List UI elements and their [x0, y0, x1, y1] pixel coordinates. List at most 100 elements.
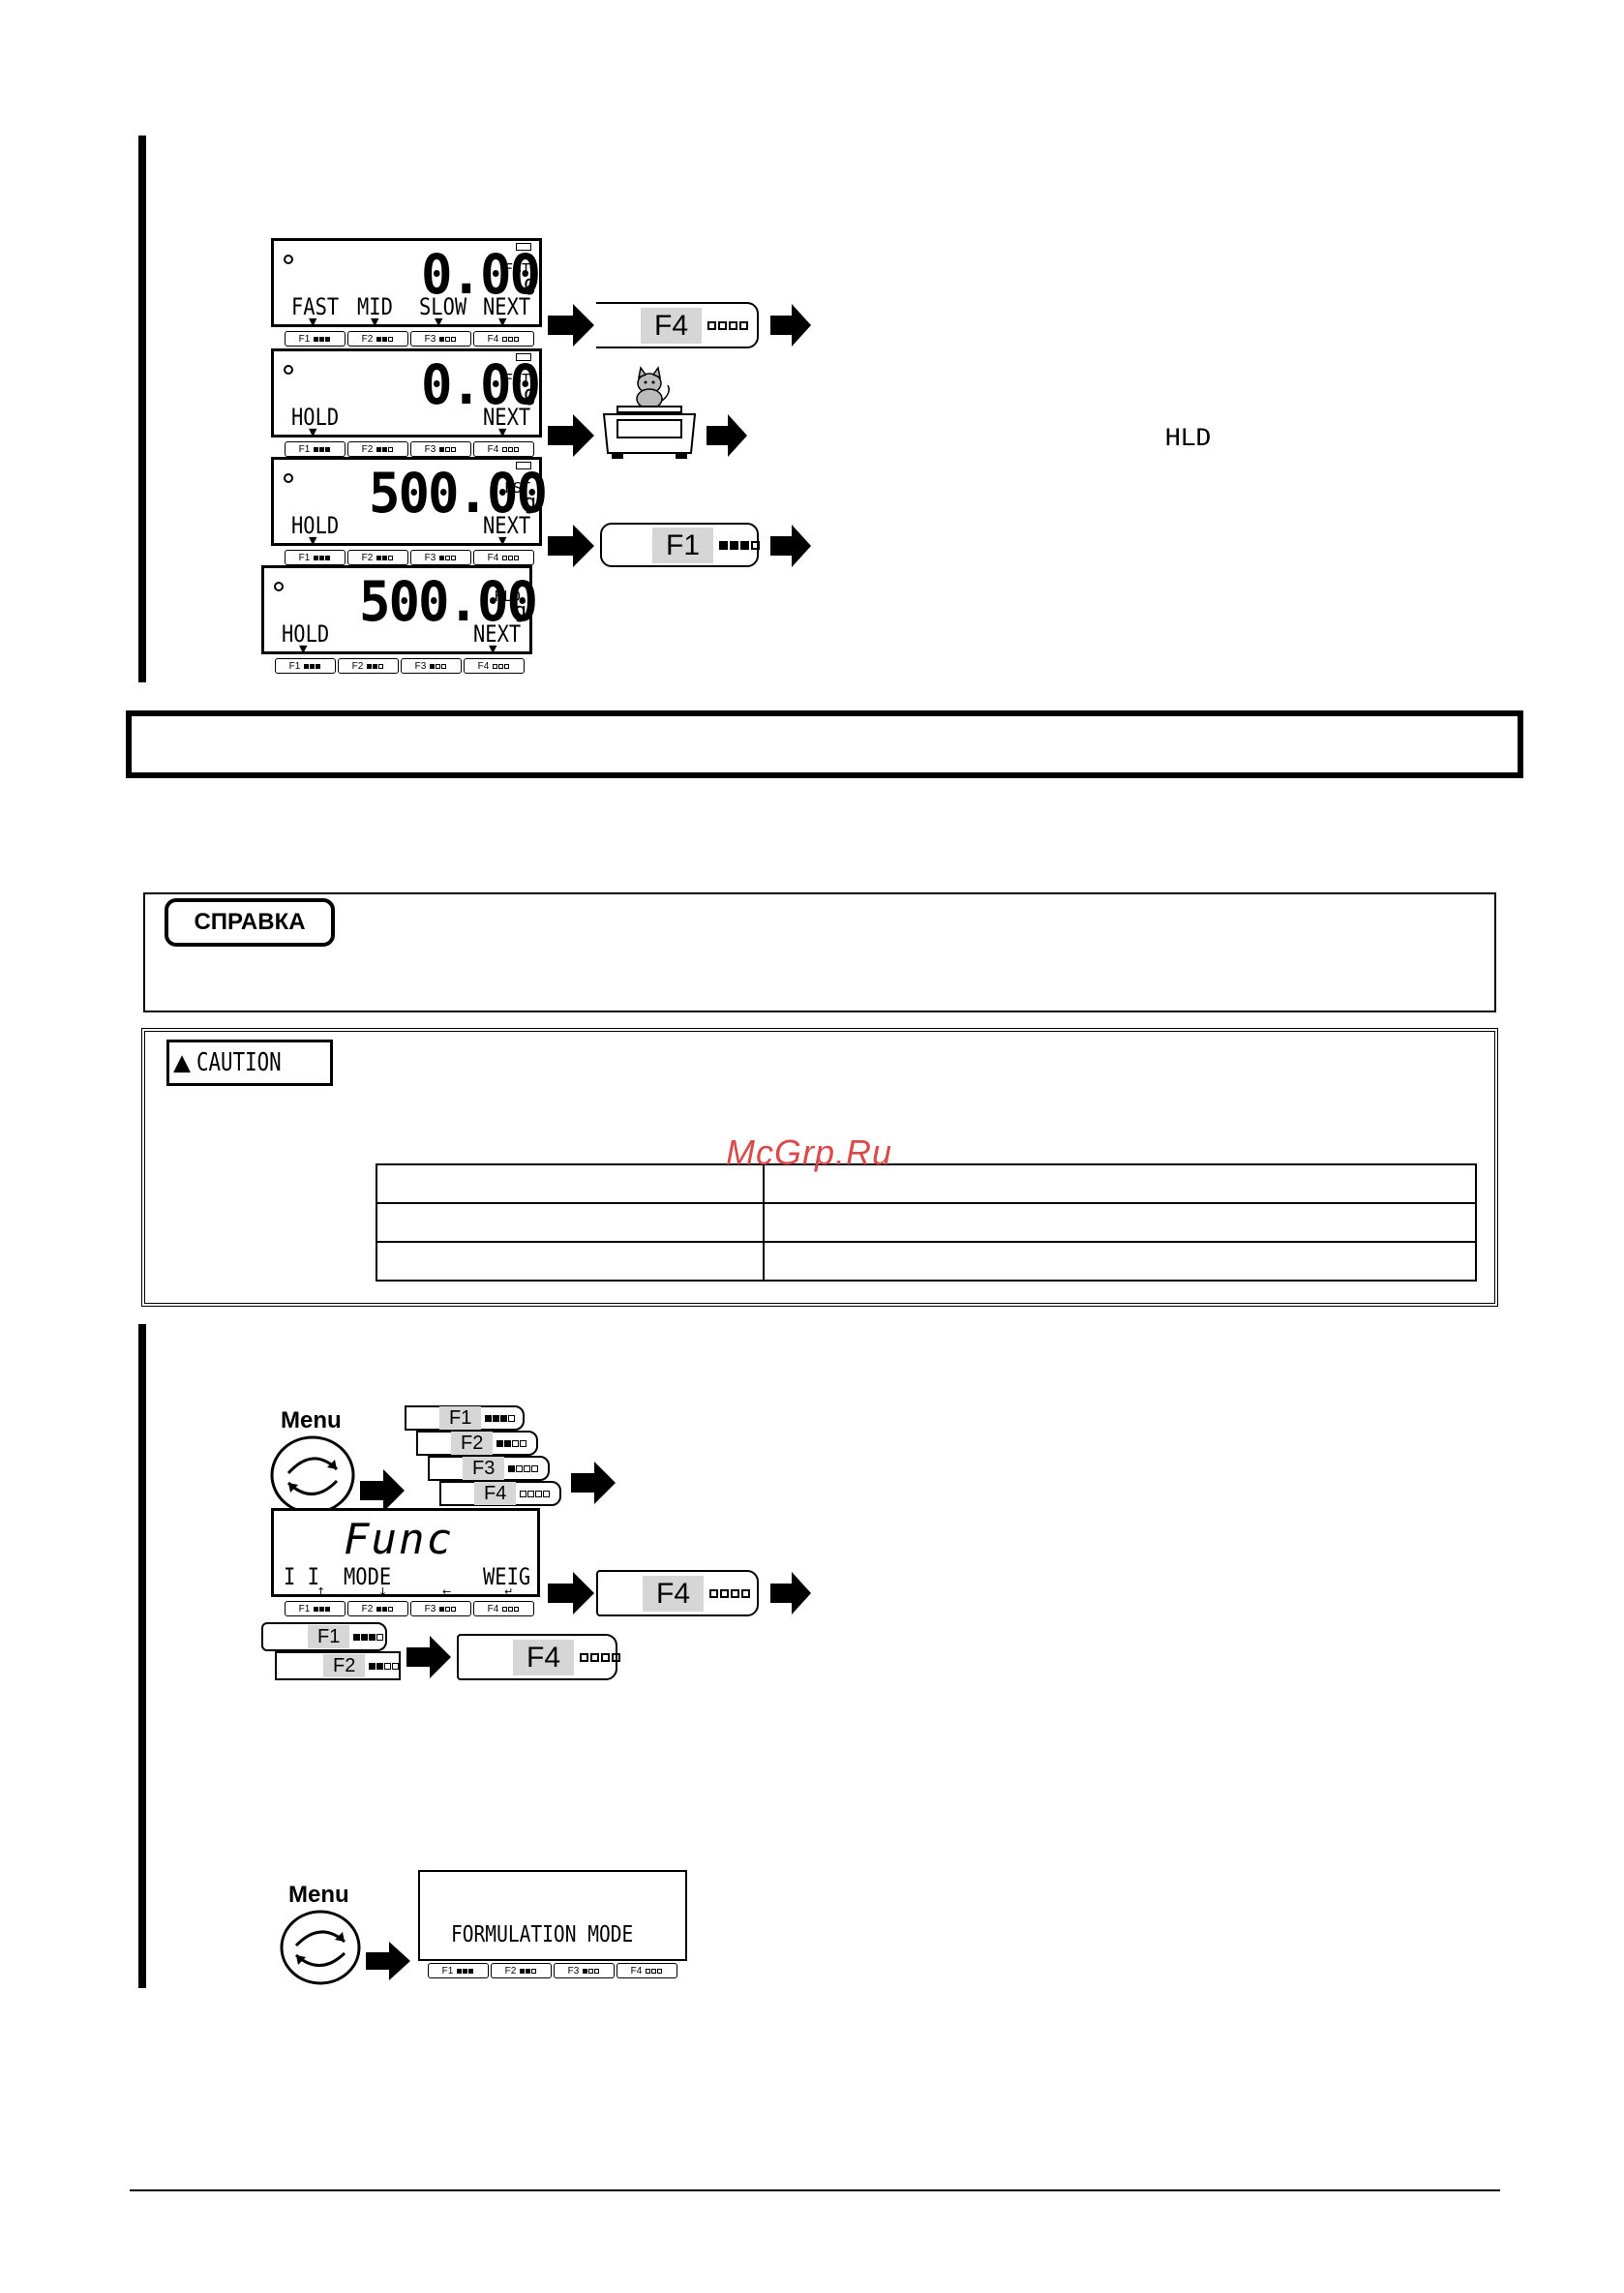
key-f1[interactable]: F1: [285, 1601, 346, 1616]
arrow-right-icon: [548, 414, 594, 457]
section-bar-top: [138, 136, 146, 682]
menu-label: Menu: [281, 1407, 342, 1433]
key-row-formulation: F1 F2 F3 F4: [428, 1963, 679, 1978]
f4-key-button[interactable]: F4: [457, 1634, 621, 1680]
key-f1[interactable]: F1: [275, 658, 336, 674]
section-title-box: [126, 710, 1523, 778]
pointer-f4: ▼: [498, 534, 507, 547]
up-arrow-icon: ↑: [316, 1585, 326, 1598]
mode-unit: HLD: [495, 588, 522, 605]
hold-symbol: HLD: [1164, 424, 1212, 451]
pointer-f4: ▼: [489, 643, 497, 655]
left-arrow-icon: ←: [442, 1585, 452, 1598]
key-f3[interactable]: F3: [401, 658, 462, 674]
key-label: F1: [652, 527, 714, 563]
stable-indicator: [274, 582, 284, 591]
arrow-right-icon: [770, 304, 811, 347]
f4-key-button[interactable]: F4: [439, 1481, 561, 1506]
key-f3[interactable]: F3: [410, 550, 471, 565]
label-next: NEXT: [483, 512, 531, 539]
battery-icon: [516, 243, 531, 251]
key-f4[interactable]: F4: [464, 658, 525, 674]
lcd-display-4: 500.00 HLD g HOLD NEXT ▼ ▼: [261, 565, 538, 655]
key-row-func: F1 F2 F3 F4: [285, 1601, 536, 1616]
pointer-f1: ▼: [309, 534, 317, 547]
label-hold: HOLD: [291, 512, 340, 539]
battery-icon: [516, 353, 531, 361]
formulation-lcd-display: FORMULATION MODE: [418, 1870, 687, 1961]
section-bar-bottom: [138, 1324, 146, 1988]
key-f1[interactable]: F1: [285, 550, 346, 565]
pointer-f2: ▼: [371, 316, 379, 328]
key-f4[interactable]: F4: [617, 1963, 677, 1978]
f2-key-button[interactable]: F2: [416, 1431, 538, 1456]
key-f2[interactable]: F2: [491, 1963, 552, 1978]
f1-key-button[interactable]: F1: [600, 523, 761, 567]
label-next: NEXT: [473, 620, 522, 648]
lcd-display-1: 0.00 FST g FAST MID SLOW NEXT ▼ ▼ ▼ ▼: [271, 238, 542, 327]
key-f1[interactable]: F1: [285, 331, 346, 347]
key-f4[interactable]: F4: [473, 1601, 534, 1616]
reference-box: [143, 892, 1496, 1012]
key-f4[interactable]: F4: [473, 331, 534, 347]
footer-rule: [130, 2189, 1500, 2191]
reference-tag: СПРАВКА: [165, 898, 335, 947]
arrow-right-icon: [406, 1636, 451, 1678]
table-row: [376, 1202, 1477, 1243]
f1-key-button[interactable]: F1: [261, 1622, 387, 1651]
key-f3[interactable]: F3: [410, 331, 471, 347]
enter-icon: ↵: [504, 1585, 514, 1598]
weight-value: 0.00: [421, 352, 541, 417]
key-f2[interactable]: F2: [347, 550, 408, 565]
mode-unit: FST: [504, 479, 531, 497]
key-f1[interactable]: F1: [428, 1963, 489, 1978]
f4-key-button[interactable]: F4: [596, 302, 759, 348]
f4-key-button[interactable]: F4: [596, 1570, 759, 1616]
watermark: McGrp.Ru: [726, 1132, 893, 1172]
weight-value: 500.00: [369, 461, 548, 526]
pointer-f1: ▼: [309, 316, 317, 328]
label-hold: HOLD: [291, 404, 340, 431]
menu-rotate-icon[interactable]: [279, 1909, 362, 1986]
key-f3[interactable]: F3: [554, 1963, 615, 1978]
key-f3[interactable]: F3: [410, 1601, 471, 1616]
key-f1[interactable]: F1: [285, 441, 346, 457]
label-hold: HOLD: [282, 620, 330, 648]
key-row-1: F1 F2 F3 F4: [285, 331, 536, 347]
key-label: F4: [641, 307, 703, 344]
func-label-weig: WEIG: [483, 1563, 531, 1590]
key-f4[interactable]: F4: [473, 550, 534, 565]
f2-key-button[interactable]: F2: [275, 1651, 401, 1680]
arrow-right-icon: [360, 1469, 405, 1512]
down-arrow-icon: ↓: [378, 1585, 388, 1598]
key-f2[interactable]: F2: [338, 658, 399, 674]
label-next: NEXT: [483, 293, 531, 320]
key-indicator: [707, 320, 750, 330]
key-row-4: F1 F2 F3 F4: [275, 658, 526, 674]
key-f2[interactable]: F2: [347, 1601, 408, 1616]
menu-rotate-icon[interactable]: [269, 1434, 356, 1516]
caution-table: [376, 1163, 1477, 1282]
gram-unit: g: [524, 272, 537, 296]
key-f2[interactable]: F2: [347, 331, 408, 347]
label-next: NEXT: [483, 404, 531, 431]
gram-unit: g: [524, 491, 537, 515]
table-row: [376, 1241, 1477, 1282]
label-slow: SLOW: [419, 293, 467, 320]
mode-unit: FST: [504, 371, 531, 388]
f3-key-button[interactable]: F3: [428, 1456, 550, 1481]
arrow-right-icon: [548, 304, 594, 347]
key-f3[interactable]: F3: [410, 441, 471, 457]
arrow-right-icon: [770, 1572, 811, 1614]
lcd-display-3: 500.00 FST g HOLD NEXT ▼ ▼: [271, 457, 548, 547]
key-f2[interactable]: F2: [347, 441, 408, 457]
f1-key-button[interactable]: F1: [405, 1405, 525, 1431]
stable-indicator: [284, 365, 293, 375]
weight-value: 500.00: [359, 569, 538, 634]
func-label-index: I I: [284, 1563, 319, 1590]
pointer-f3: ▼: [435, 316, 443, 328]
key-f4[interactable]: F4: [473, 441, 534, 457]
label-mid: MID: [357, 293, 393, 320]
weight-value: 0.00: [421, 242, 541, 307]
arrow-right-icon: [707, 414, 747, 457]
